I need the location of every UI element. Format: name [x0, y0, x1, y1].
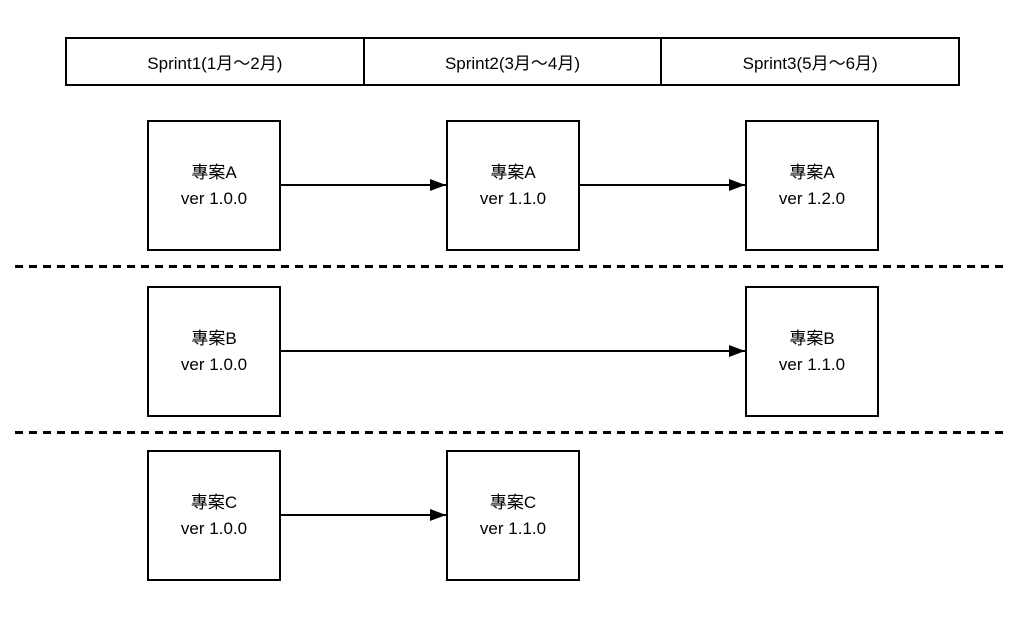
node-title: 專案B — [789, 328, 835, 348]
node-title: 專案C — [489, 492, 537, 512]
arrow-a-v110-to-v120 — [580, 179, 745, 191]
project-node-a-v110: 專案A ver 1.1.0 — [446, 120, 580, 251]
arrow-c-v100-to-v110 — [281, 509, 446, 521]
sprint-header-row: Sprint1(1月〜2月) Sprint2(3月〜4月) Sprint3(5月… — [65, 37, 960, 86]
sprint-header-cell-3: Sprint3(5月〜6月) — [660, 39, 958, 84]
node-version: ver 1.1.0 — [479, 518, 547, 538]
node-version: ver 1.0.0 — [180, 354, 248, 374]
arrow-b-v100-to-v110 — [281, 345, 745, 357]
project-node-c-v110: 專案C ver 1.1.0 — [446, 450, 580, 581]
node-version: ver 1.1.0 — [479, 188, 547, 208]
project-node-a-v100: 專案A ver 1.0.0 — [147, 120, 281, 251]
node-title: 專案C — [190, 492, 238, 512]
sprint-header-cell-1: Sprint1(1月〜2月) — [67, 39, 363, 84]
project-node-c-v100: 專案C ver 1.0.0 — [147, 450, 281, 581]
node-version: ver 1.2.0 — [778, 188, 846, 208]
project-node-b-v110: 專案B ver 1.1.0 — [745, 286, 879, 417]
project-node-a-v120: 專案A ver 1.2.0 — [745, 120, 879, 251]
node-version: ver 1.0.0 — [180, 188, 248, 208]
node-version: ver 1.1.0 — [778, 354, 846, 374]
project-node-b-v100: 專案B ver 1.0.0 — [147, 286, 281, 417]
sprint2-label: Sprint2(3月〜4月) — [444, 54, 581, 73]
node-title: 專案B — [191, 328, 237, 348]
node-title: 專案A — [789, 162, 835, 182]
arrowhead-icon — [430, 509, 446, 521]
node-version: ver 1.0.0 — [180, 518, 248, 538]
arrowhead-icon — [729, 179, 745, 191]
node-title: 專案A — [191, 162, 237, 182]
arrowhead-icon — [729, 345, 745, 357]
sprint-header-cell-2: Sprint2(3月〜4月) — [362, 39, 661, 84]
sprint3-label: Sprint3(5月〜6月) — [742, 54, 878, 73]
arrow-a-v100-to-v110 — [281, 179, 446, 191]
lane-separator-2 — [15, 431, 1005, 434]
lane-separator-1 — [15, 265, 1005, 268]
node-title: 專案A — [490, 162, 536, 182]
sprint1-label: Sprint1(1月〜2月) — [147, 54, 283, 73]
arrowhead-icon — [430, 179, 446, 191]
